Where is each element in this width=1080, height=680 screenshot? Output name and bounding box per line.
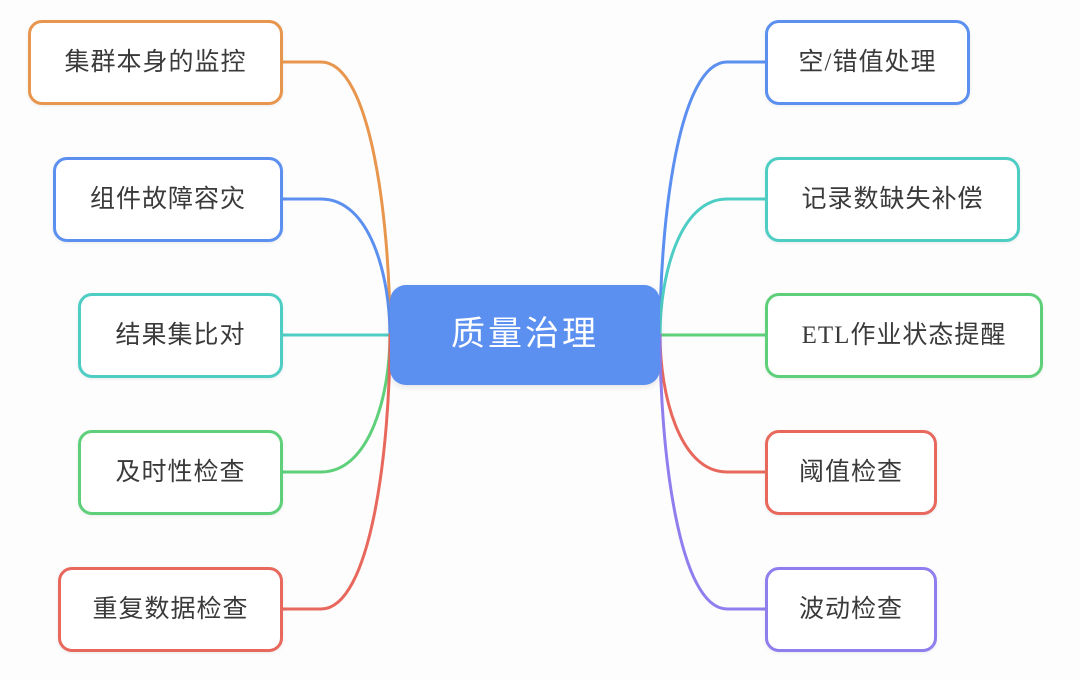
central-node[interactable]: 质量治理: [390, 285, 660, 385]
branch-node-label: 重复数据检查: [92, 596, 249, 623]
connector-阈值检查: [658, 333, 767, 474]
branch-node-集群本身的监控[interactable]: 集群本身的监控: [28, 20, 283, 105]
branch-node-label: 波动检查: [798, 596, 903, 623]
branch-node-label: 记录数缺失补偿: [801, 186, 984, 213]
branch-node-结果集比对[interactable]: 结果集比对: [78, 293, 283, 378]
branch-node-组件故障容灾[interactable]: 组件故障容灾: [53, 157, 283, 242]
branch-node-重复数据检查[interactable]: 重复数据检查: [58, 567, 283, 652]
connector-重复数据检查: [281, 333, 392, 611]
central-node-label: 质量治理: [451, 316, 599, 353]
connector-波动检查: [658, 333, 767, 611]
connector-组件故障容灾: [281, 197, 392, 337]
branch-node-label: 集群本身的监控: [64, 49, 247, 76]
branch-node-label: 结果集比对: [115, 322, 246, 349]
connector-空-错值处理: [658, 60, 767, 337]
branch-node-及时性检查[interactable]: 及时性检查: [78, 430, 283, 515]
branch-node-label: 组件故障容灾: [89, 186, 246, 213]
branch-node-空-错值处理[interactable]: 空/错值处理: [765, 20, 970, 105]
branch-node-label: 空/错值处理: [798, 49, 937, 76]
connector-记录数缺失补偿: [658, 197, 767, 337]
connector-及时性检查: [281, 333, 392, 474]
branch-node-label: 及时性检查: [115, 459, 246, 486]
branch-node-记录数缺失补偿[interactable]: 记录数缺失补偿: [765, 157, 1020, 242]
connector-集群本身的监控: [281, 60, 392, 337]
branch-node-etl作业状态提醒[interactable]: ETL作业状态提醒: [765, 293, 1043, 378]
branch-node-label: 阈值检查: [798, 459, 903, 486]
branch-node-阈值检查[interactable]: 阈值检查: [765, 430, 937, 515]
branch-node-label: ETL作业状态提醒: [801, 322, 1007, 349]
branch-node-波动检查[interactable]: 波动检查: [765, 567, 937, 652]
